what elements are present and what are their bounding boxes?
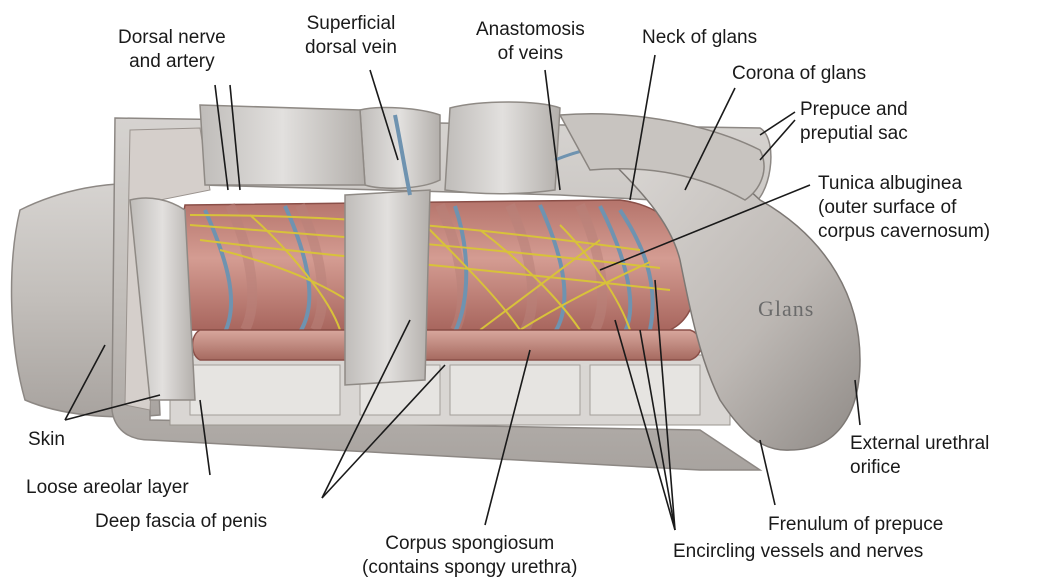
label-line: Dorsal nerve bbox=[118, 26, 226, 50]
label-frenulum-of-prepuce: Frenulum of prepuce bbox=[768, 513, 943, 537]
label-line: Deep fascia of penis bbox=[95, 510, 267, 534]
label-line: (outer surface of bbox=[818, 196, 990, 220]
label-tunica-albuginea: Tunica albuginea (outer surface of corpu… bbox=[818, 172, 990, 244]
label-corpus-spongiosum: Corpus spongiosum (contains spongy ureth… bbox=[362, 532, 577, 580]
label-dorsal-nerve-artery: Dorsal nerve and artery bbox=[118, 26, 226, 74]
label-neck-of-glans: Neck of glans bbox=[642, 26, 757, 50]
label-line: Loose areolar layer bbox=[26, 476, 189, 500]
label-line: Encircling vessels and nerves bbox=[673, 540, 923, 564]
label-skin: Skin bbox=[28, 428, 65, 452]
label-anastomosis-veins: Anastomosis of veins bbox=[476, 18, 585, 66]
label-encircling-vessels-nerves: Encircling vessels and nerves bbox=[673, 540, 923, 564]
label-line: and artery bbox=[118, 50, 226, 74]
label-line: Corona of glans bbox=[732, 62, 866, 86]
label-loose-areolar-layer: Loose areolar layer bbox=[26, 476, 189, 500]
label-line: Prepuce and bbox=[800, 98, 908, 122]
label-line: dorsal vein bbox=[305, 36, 397, 60]
label-line: Neck of glans bbox=[642, 26, 757, 50]
label-line: Corpus spongiosum bbox=[362, 532, 577, 556]
label-line: preputial sac bbox=[800, 122, 908, 146]
label-line: Frenulum of prepuce bbox=[768, 513, 943, 537]
label-external-urethral-orifice: External urethral orifice bbox=[850, 432, 989, 480]
corpus-cavernosum bbox=[181, 200, 696, 332]
label-line: Tunica albuginea bbox=[818, 172, 990, 196]
label-line: Skin bbox=[28, 428, 65, 452]
label-prepuce: Prepuce and preputial sac bbox=[800, 98, 908, 146]
label-line: orifice bbox=[850, 456, 989, 480]
label-deep-fascia: Deep fascia of penis bbox=[95, 510, 267, 534]
label-superficial-dorsal-vein: Superficial dorsal vein bbox=[305, 12, 397, 60]
label-corona-of-glans: Corona of glans bbox=[732, 62, 866, 86]
label-line: (contains spongy urethra) bbox=[362, 556, 577, 580]
glans-label: Glans bbox=[758, 296, 814, 322]
label-line: Superficial bbox=[305, 12, 397, 36]
label-line: Anastomosis bbox=[476, 18, 585, 42]
label-line: of veins bbox=[476, 42, 585, 66]
label-line: corpus cavernosum) bbox=[818, 220, 990, 244]
label-line: External urethral bbox=[850, 432, 989, 456]
